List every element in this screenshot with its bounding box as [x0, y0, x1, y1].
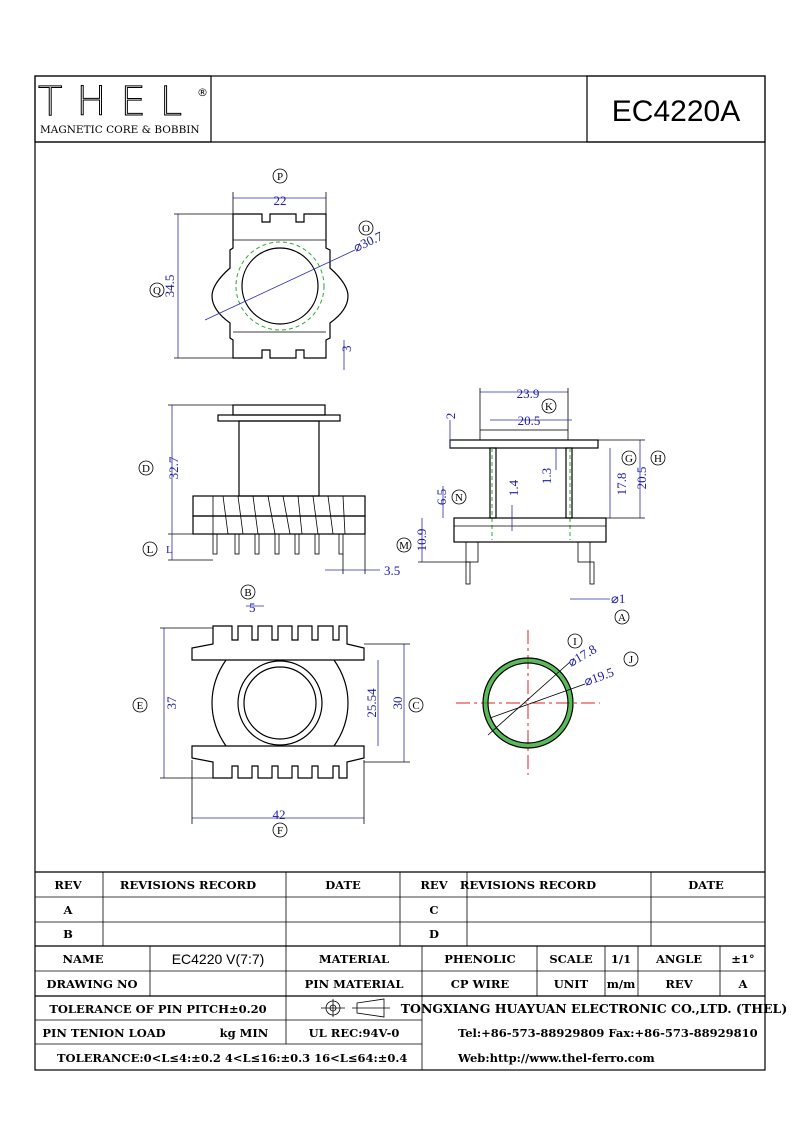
tb-material-value: PHENOLIC	[444, 952, 515, 966]
tb-rev-header-2: REV	[420, 878, 448, 892]
side-view: 32.7 3.5 D L L	[138, 404, 400, 578]
bubble-m: M	[399, 540, 409, 552]
tb-angle-label: ANGLE	[655, 952, 702, 966]
top-view: 22 34.5 ⌀30.7 3 P Q O	[149, 168, 385, 370]
bubble-l: L	[147, 544, 154, 556]
bubble-k: K	[545, 401, 553, 413]
bubble-g: G	[625, 453, 633, 465]
bubble-j: J	[629, 654, 634, 666]
logo-text: THEL	[38, 79, 196, 125]
dim-section-m: 10.9	[414, 529, 429, 552]
tb-scale-label: SCALE	[549, 952, 592, 966]
bubble-o: O	[362, 223, 370, 235]
tb-rev-value: A	[738, 977, 749, 991]
dim-section-inner: 20.5	[518, 413, 541, 428]
bubble-e: E	[137, 700, 144, 712]
tb-rev-c: C	[429, 903, 438, 917]
tb-date-header: DATE	[325, 878, 361, 892]
logo-registered: ®	[197, 86, 208, 99]
dim-section-wall-a: 1.4	[506, 479, 521, 496]
tb-rev-record-header-2: REVISIONS RECORD	[460, 878, 596, 892]
bottom-view: 5 37 25.54 30 42 B E C F	[132, 584, 424, 838]
tb-rev-d: D	[429, 927, 439, 941]
tb-date-header-2: DATE	[688, 878, 724, 892]
side-pins	[212, 533, 344, 555]
tb-web: Web:http://www.thel-ferro.com	[457, 1051, 655, 1065]
projection-symbol	[321, 998, 390, 1018]
bubble-n: N	[455, 492, 463, 504]
header: THEL ® MAGNETIC CORE & BOBBIN EC4220A	[34, 75, 766, 143]
dim-top-width: 22	[274, 193, 287, 208]
dim-tube-outer: ⌀19.5	[582, 664, 616, 689]
dim-bottom-outer: 30	[390, 697, 405, 710]
dim-section-outer: 23.9	[517, 386, 540, 401]
dim-section-h: 20.5	[634, 467, 649, 490]
tb-unit-value: m/m	[607, 977, 636, 991]
bubble-f: F	[277, 825, 283, 837]
side-l-label: L	[166, 544, 173, 556]
tb-tolerance-pitch: TOLERANCE OF PIN PITCH±0.20	[49, 1002, 266, 1016]
part-number: EC4220A	[612, 95, 740, 128]
tb-unit-label: UNIT	[554, 977, 589, 991]
dim-bottom-width: 42	[273, 807, 286, 822]
title-block: REV REVISIONS RECORD DATE REV REVISIONS …	[35, 871, 788, 1070]
tb-rev-a: A	[63, 903, 74, 917]
tb-rev-label: REV	[665, 977, 693, 991]
bubble-i: I	[573, 636, 577, 648]
dim-side-height: 32.7	[166, 456, 181, 479]
tb-name-label: NAME	[63, 952, 104, 966]
dim-section-g: 17.8	[614, 473, 629, 496]
section-view: 23.9 20.5 2 1.4 1.3 17.8 20.5 6.5 10.9 ⌀…	[396, 386, 666, 625]
bubble-h: H	[654, 453, 662, 465]
dim-section-pin: ⌀1	[611, 591, 625, 606]
dim-side-pin: 3.5	[384, 563, 400, 578]
bubble-p: P	[277, 171, 283, 183]
bubble-q: Q	[153, 285, 161, 297]
logo-subtitle: MAGNETIC CORE & BOBBIN	[40, 124, 200, 136]
tb-rev-b: B	[63, 927, 73, 941]
bubble-a: A	[618, 612, 626, 624]
tube-view: ⌀17.8 ⌀19.5 I J	[456, 630, 639, 775]
tb-pin-tension: PIN TENION LOAD	[42, 1026, 165, 1040]
tb-kg-min: kg MIN	[220, 1026, 269, 1040]
thel-logo: THEL ® MAGNETIC CORE & BOBBIN	[38, 79, 209, 137]
dim-bottom-pitch: 5	[249, 600, 256, 615]
tb-scale-value: 1/1	[611, 952, 631, 966]
dim-section-flange: 2	[443, 413, 458, 420]
dim-top-height: 34.5	[162, 275, 177, 298]
tb-tel: Tel:+86-573-88929809 Fax:+86-573-8892981…	[458, 1026, 758, 1040]
dim-section-wall-b: 1.3	[539, 468, 554, 484]
bubble-b: B	[244, 587, 251, 599]
tb-company: TONGXIANG HUAYUAN ELECTRONIC CO.,LTD. (T…	[401, 1001, 788, 1016]
tb-drawing-no-label: DRAWING NO	[46, 977, 137, 991]
tb-tolerance: TOLERANCE:0<L≤4:±0.2 4<L≤16:±0.3 16<L≤64…	[57, 1051, 407, 1065]
tb-rev-record-header: REVISIONS RECORD	[120, 878, 256, 892]
tb-name-value: EC4220 V(7:7)	[172, 951, 265, 967]
drawing-frame	[34, 75, 766, 1071]
bubble-c: C	[412, 700, 419, 712]
dim-bottom-height: 37	[164, 696, 179, 710]
dim-section-n: 6.5	[434, 489, 449, 505]
tb-material-label: MATERIAL	[319, 952, 389, 966]
dim-bottom-inner: 25.54	[364, 688, 379, 718]
tb-angle-value: ±1°	[731, 952, 754, 966]
tb-rev-header: REV	[54, 878, 82, 892]
tb-pin-material-label: PIN MATERIAL	[305, 977, 404, 991]
tb-pin-material-value: CP WIRE	[451, 977, 510, 991]
tb-ul-rec: UL REC:94V-0	[309, 1026, 400, 1040]
bubble-d: D	[142, 463, 150, 475]
dim-top-tab: 3	[339, 346, 354, 353]
